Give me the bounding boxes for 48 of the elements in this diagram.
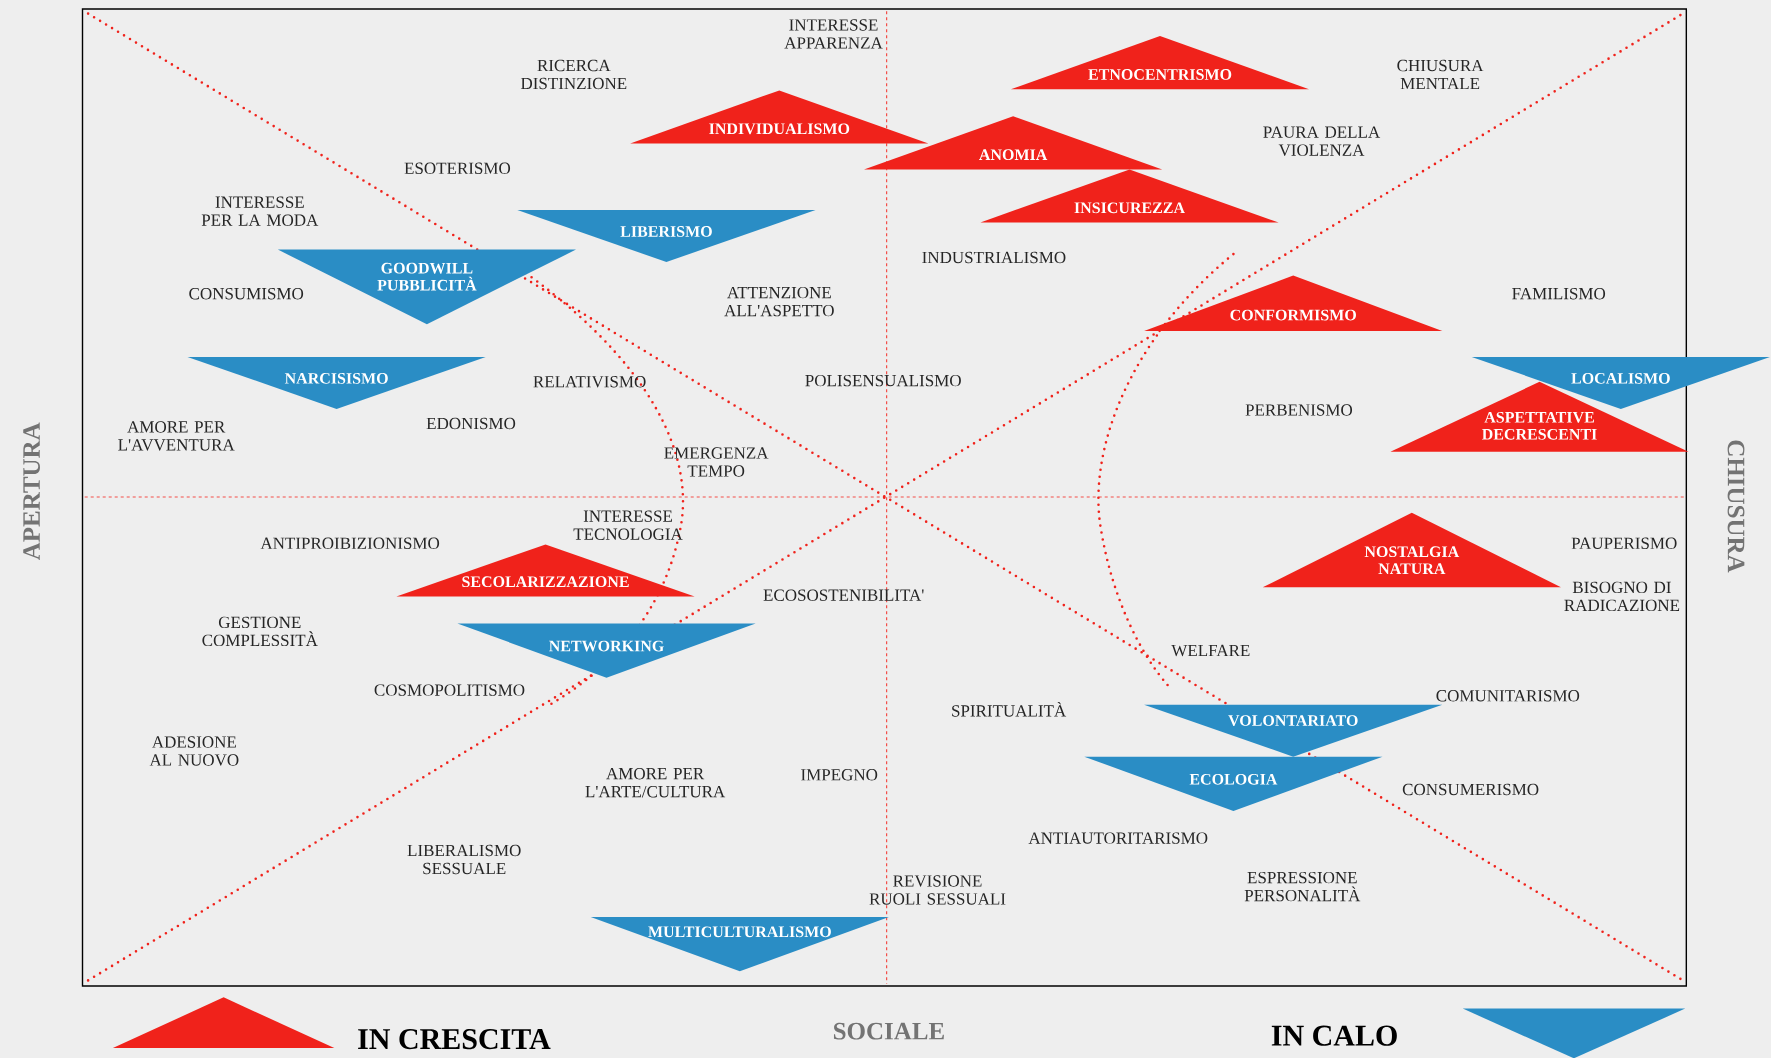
trend-triangle: MULTICULTURALISMO (590, 917, 889, 972)
value-label: AMORE PER L'ARTE/CULTURA (585, 768, 726, 798)
value-label: COSMOPOLITISMO (374, 684, 525, 696)
value-label: INTERESSE PER LA MODA (201, 196, 319, 226)
value-label: INTERESSE APPARENZA (784, 19, 883, 49)
value-label: RELATIVISMO (533, 376, 646, 388)
trend-triangle: INDIVIDUALISMO (630, 90, 929, 144)
value-label: INDUSTRIALISMO (922, 251, 1066, 264)
legend-label: IN CRESCITA (358, 1029, 551, 1050)
value-label: PAURA DELLA VIOLENZA (1263, 126, 1381, 156)
value-label: REVISIONE RUOLI SESSUALI (869, 875, 1006, 905)
value-label: AMORE PER L'AVVENTURA (118, 421, 235, 451)
value-label: IMPEGNO (801, 769, 878, 781)
value-label: GESTIONE COMPLESSITÀ (202, 616, 318, 647)
value-label: FAMILISMO (1512, 288, 1606, 300)
value-label: ANTIAUTORITARISMO (1028, 832, 1208, 844)
trend-triangle: NETWORKING (457, 623, 756, 678)
trend-triangle: NOSTALGIA NATURA (1262, 512, 1561, 588)
value-label: CHIUSURA MENTALE (1397, 59, 1484, 90)
value-label: COMUNITARISMO (1436, 690, 1580, 702)
value-label: CONSUMERISMO (1402, 783, 1539, 796)
trend-triangle: NARCISISMO (187, 356, 486, 409)
axis-label: CHIUSURA (1727, 440, 1745, 573)
value-label: ECOSOSTENIBILITA' (763, 589, 924, 601)
trend-triangle: LOCALISMO (1471, 356, 1770, 409)
value-label: EMERGENZA TEMPO (664, 447, 769, 477)
value-label: PERBENISMO (1245, 404, 1353, 416)
value-label: LIBERALISMO SESSUALE (407, 844, 521, 875)
trend-triangle: VOLONTARIATO (1144, 704, 1443, 757)
trend-triangle: CONFORMISMO (1144, 275, 1443, 331)
trend-triangle: ANOMIA (864, 116, 1163, 170)
legend-label: IN CALO (1271, 1025, 1397, 1046)
value-label: ADESIONE AL NUOVO (149, 736, 239, 766)
trend-triangle: INSICUREZZA (980, 169, 1279, 223)
value-label: WELFARE (1171, 644, 1250, 657)
value-label: SPIRITUALITÀ (952, 701, 1067, 717)
value-label: POLISENSUALISMO (805, 374, 961, 387)
trend-triangle: LIBERISMO (517, 210, 816, 262)
value-label: EDONISMO (426, 417, 516, 430)
value-label: ATTENZIONE ALL'ASPETTO (724, 286, 834, 317)
trend-triangle: ETNOCENTRISMO (1010, 36, 1309, 90)
value-label: BISOGNO DI RADICAZIONE (1564, 581, 1680, 612)
value-label: RICERCA DISTINZIONE (520, 59, 627, 90)
value-label: ESPRESSIONE PERSONALITÀ (1244, 871, 1361, 902)
axis-label: APERTURA (23, 422, 40, 561)
value-label: ESOTERISMO (404, 162, 511, 174)
axis-label: SOCIALE (834, 1022, 944, 1040)
trend-triangle: ECOLOGIA (1084, 756, 1383, 811)
